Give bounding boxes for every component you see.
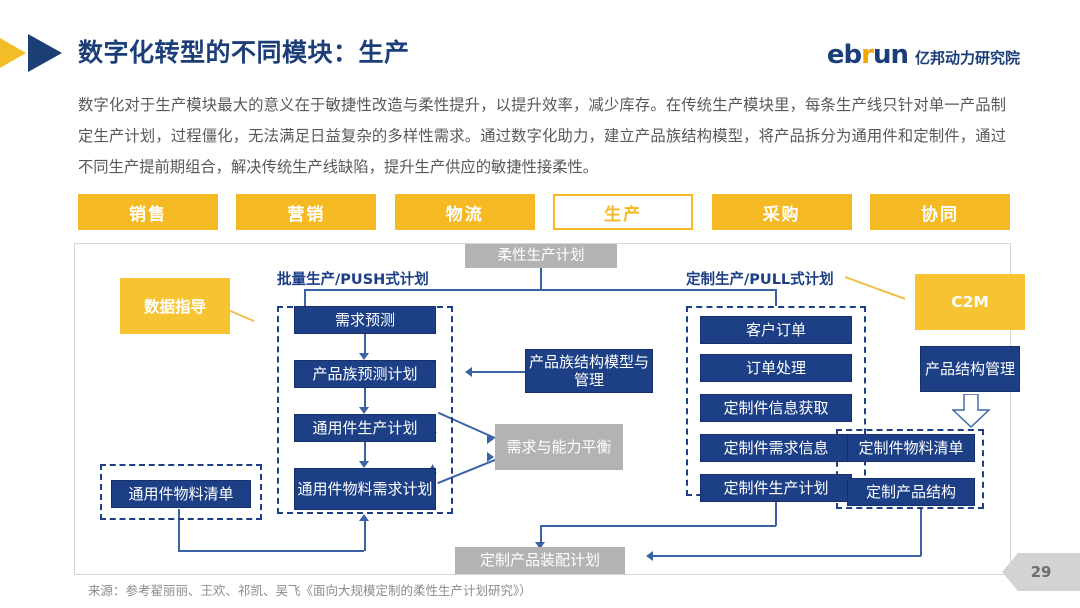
intro-paragraph: 数字化对于生产模块最大的意义在于敏捷性改造与柔性提升，以提升效率，减少库存。在传… — [78, 96, 1006, 176]
connector-yellow-right — [844, 276, 906, 300]
box-product-family-structure-model: 产品族结构模型与管理 — [525, 349, 653, 393]
connector-structure-down — [920, 508, 922, 556]
box-custom-product-structure: 定制产品结构 — [847, 478, 975, 506]
connector-top-stem — [540, 262, 542, 290]
tab-procurement[interactable]: 采购 — [711, 194, 852, 230]
logo-un: un — [872, 40, 909, 70]
connector-assembly-in — [540, 525, 542, 547]
box-c2m: C2M — [915, 274, 1025, 330]
chevron-blue-icon — [28, 34, 62, 72]
box-family-forecast-plan: 产品族预测计划 — [294, 360, 436, 388]
box-custom-part-bom: 定制件物料清单 — [847, 434, 975, 462]
tab-production[interactable]: 生产 — [553, 194, 694, 230]
arrowhead-assembly-top — [535, 542, 545, 549]
box-product-structure-mgmt: 产品结构管理 — [920, 346, 1020, 392]
down-arrow-icon — [952, 394, 990, 428]
brand-chevron-icon — [0, 26, 82, 80]
connector-bom-down — [178, 509, 180, 551]
connector-right-group-stem — [775, 289, 777, 306]
page-title: 数字化转型的不同模块：生产 — [78, 38, 410, 67]
page-number-badge: 29 — [1002, 553, 1080, 591]
connector-center-to-l2 — [470, 371, 525, 373]
connector-top-bar — [304, 289, 776, 291]
ebrun-logo: ebrun 亿邦动力研究院 — [827, 40, 1020, 70]
logo-wordmark: ebrun — [826, 40, 909, 70]
box-customer-order: 客户订单 — [700, 316, 852, 344]
connector-l2-l3 — [364, 388, 366, 410]
box-custom-part-demand-info: 定制件需求信息 — [700, 434, 852, 462]
box-demand-forecast: 需求预测 — [294, 306, 436, 334]
arrowhead-l3-l4 — [359, 461, 369, 468]
label-flexible-plan: 柔性生产计划 — [465, 244, 617, 268]
box-demand-capacity-balance: 需求与能力平衡 — [495, 424, 623, 470]
arrowhead-assembly-right — [646, 551, 653, 561]
box-order-processing: 订单处理 — [700, 354, 852, 382]
connector-l1-l2 — [364, 334, 366, 356]
box-custom-part-production-plan: 定制件生产计划 — [700, 474, 852, 502]
box-custom-part-info: 定制件信息获取 — [700, 394, 852, 422]
module-tabbar: 销售 营销 物流 生产 采购 协同 — [78, 194, 1010, 230]
connector-bom-across — [178, 550, 364, 552]
chevron-yellow-icon — [0, 30, 26, 76]
arrowhead-l2-l3 — [359, 407, 369, 414]
box-data-guidance: 数据指导 — [120, 278, 230, 334]
far-right-group-frame — [836, 429, 984, 509]
left-bom-frame — [100, 464, 262, 520]
logo-r: r — [861, 40, 874, 70]
tab-collaboration[interactable]: 协同 — [869, 194, 1010, 230]
connector-left-group-stem — [304, 289, 306, 306]
diagram-canvas: 柔性生产计划 批量生产/PUSH式计划 定制生产/PULL式计划 数据指导 C2… — [74, 243, 1025, 575]
arrowhead-into-gray-b — [487, 452, 494, 462]
label-push-plan: 批量生产/PUSH式计划 — [277, 272, 429, 288]
tab-marketing[interactable]: 营销 — [236, 194, 377, 230]
box-custom-assembly-plan: 定制产品装配计划 — [455, 547, 625, 574]
tab-sales[interactable]: 销售 — [78, 194, 218, 230]
source-note: 来源：参考翟丽丽、王欢、祁凯、吴飞《面向大规模定制的柔性生产计划研究》） — [88, 583, 532, 598]
tab-logistics[interactable]: 物流 — [394, 194, 535, 230]
box-common-part-production-plan: 通用件生产计划 — [294, 414, 436, 442]
arrowhead-l1-l2 — [359, 353, 369, 360]
connector-structure-across — [651, 555, 921, 557]
arrowhead-into-gray-a — [487, 434, 494, 444]
connector-bom-up — [364, 520, 366, 551]
label-pull-plan: 定制生产/PULL式计划 — [686, 272, 834, 288]
connector-r5-down — [775, 496, 777, 526]
connector-l3-l4 — [364, 442, 366, 464]
arrowhead-center-to-l2 — [465, 367, 472, 377]
box-common-part-bom: 通用件物料清单 — [111, 480, 251, 508]
arrowhead-bom-up — [359, 514, 369, 521]
connector-r5-across — [540, 525, 776, 527]
logo-eb: eb — [826, 40, 862, 70]
box-common-part-material-plan: 通用件物料需求计划 — [294, 468, 436, 510]
logo-chinese-name: 亿邦动力研究院 — [914, 49, 1020, 67]
